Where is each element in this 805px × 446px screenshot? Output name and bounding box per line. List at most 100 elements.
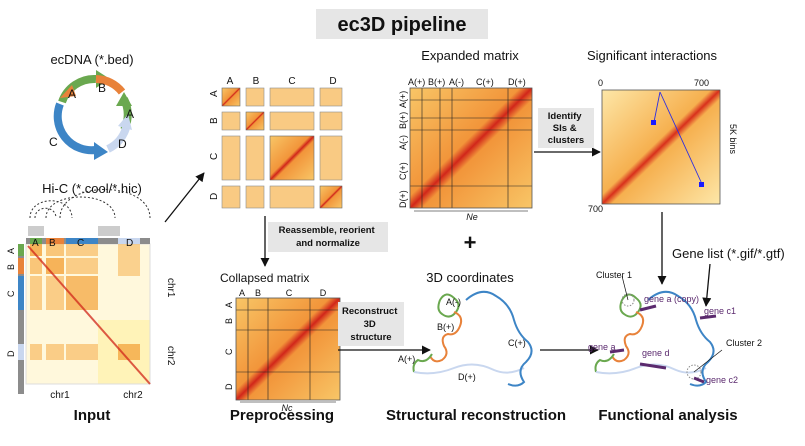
coord-label-a-minus: A(-) bbox=[446, 297, 461, 307]
seg-top-b: B bbox=[253, 76, 260, 87]
gene-d-label: gene d bbox=[642, 348, 670, 358]
hic-left-a: A bbox=[6, 248, 16, 254]
segment-block bbox=[221, 185, 241, 209]
segment-block bbox=[319, 111, 343, 131]
section-label-preprocessing: Preprocessing bbox=[230, 407, 334, 424]
section-label-functional: Functional analysis bbox=[598, 407, 737, 424]
gene-c1-label: gene c1 bbox=[704, 306, 736, 316]
chr1-bottom-label: chr1 bbox=[50, 390, 70, 401]
gene-a-copy-label: gene a (copy) bbox=[644, 294, 699, 304]
process-box-reassemble bbox=[268, 222, 388, 252]
segment-block bbox=[221, 135, 241, 181]
collapsed-matrix-title: Collapsed matrix bbox=[220, 271, 309, 285]
hic-matrix: A B C D A B C D bbox=[6, 226, 151, 394]
hic-left-d: D bbox=[6, 350, 16, 357]
exp-left-a-minus: A(-) bbox=[398, 135, 408, 150]
exp-left-c-plus: C(+) bbox=[398, 162, 408, 180]
title-box bbox=[316, 9, 488, 39]
ring-arrow-c bbox=[94, 142, 108, 160]
sig-axis-end: 700 bbox=[694, 78, 709, 88]
segment-block bbox=[245, 87, 265, 107]
segment-block bbox=[319, 135, 343, 181]
ecdna-ring: B A C D A bbox=[49, 70, 134, 160]
seg-top-a: A bbox=[227, 76, 234, 87]
cluster-1-label: Cluster 1 bbox=[596, 270, 632, 280]
gene-list-label: Gene list (*.gif/*.gtf) bbox=[672, 246, 785, 261]
segment-block bbox=[221, 111, 241, 131]
sig-interaction-1 bbox=[651, 120, 656, 125]
section-label-input: Input bbox=[74, 407, 111, 424]
arrow-input-to-segments bbox=[164, 172, 205, 223]
segment-block bbox=[269, 111, 315, 131]
segment-block bbox=[245, 111, 265, 131]
ring-segment-b bbox=[95, 75, 126, 95]
significant-matrix bbox=[601, 89, 721, 205]
annotated-structure: Cluster 1 Cluster 2 gene a (copy) gene c… bbox=[588, 270, 762, 387]
coord-label-c-plus: C(+) bbox=[508, 338, 526, 348]
segment-block bbox=[269, 135, 315, 181]
ring-label-c: C bbox=[49, 135, 58, 149]
seg-left-c: C bbox=[209, 153, 220, 160]
ring-arrow-a2 bbox=[116, 92, 132, 106]
sig-axis-start: 0 bbox=[598, 78, 603, 88]
collapsed-top-d: D bbox=[320, 288, 327, 298]
ring-segment-d bbox=[106, 126, 130, 153]
process-box-reconstruct bbox=[338, 302, 404, 346]
gene-c2-label: gene c2 bbox=[706, 375, 738, 385]
cluster-2-label: Cluster 2 bbox=[726, 338, 762, 348]
segment-block bbox=[245, 185, 265, 209]
exp-top-a-minus: A(-) bbox=[449, 77, 464, 87]
ring-segment-a bbox=[58, 74, 97, 104]
segment-block bbox=[319, 185, 343, 209]
ring-label-a2: A bbox=[126, 107, 134, 121]
segment-block bbox=[269, 87, 315, 107]
seg-left-b: B bbox=[209, 117, 220, 124]
seg-left-a: A bbox=[209, 90, 220, 97]
structure-3d-plot: A(-) B(+) C(+) A(+) D(+) bbox=[398, 290, 533, 387]
exp-top-c-plus: C(+) bbox=[476, 77, 494, 87]
hic-top-d: D bbox=[126, 238, 133, 249]
sig-axis-left: 700 bbox=[588, 204, 603, 214]
hic-top-c: C bbox=[77, 238, 84, 249]
process-identify-text: Identify SIs & clusters bbox=[548, 111, 584, 146]
nc-label: Nc bbox=[282, 403, 293, 413]
collapsed-top-b: B bbox=[255, 288, 261, 298]
process-box-identify bbox=[538, 108, 594, 148]
significant-title: Significant interactions bbox=[587, 48, 718, 63]
chr2-bottom-label: chr2 bbox=[123, 390, 143, 401]
segment-block bbox=[269, 185, 315, 209]
seg-top-c: C bbox=[288, 76, 295, 87]
ring-arrow-d bbox=[118, 114, 132, 130]
segment-block bbox=[319, 87, 343, 107]
exp-top-b-plus: B(+) bbox=[428, 77, 445, 87]
collapsed-top-c: C bbox=[286, 288, 293, 298]
collapsed-left-b: B bbox=[224, 318, 234, 324]
ring-label-a: A bbox=[68, 87, 76, 101]
exp-left-d-plus: D(+) bbox=[398, 190, 408, 208]
coordinates-title: 3D coordinates bbox=[426, 270, 514, 285]
collapsed-matrix: A B C D A B C D Nc bbox=[224, 288, 341, 413]
arrow-gene-list bbox=[702, 263, 712, 307]
segment-block-matrix: A B C D A B C D bbox=[209, 76, 343, 209]
ne-label: Ne bbox=[466, 212, 478, 222]
collapsed-top-a: A bbox=[239, 288, 245, 298]
collapsed-left-d: D bbox=[224, 383, 234, 390]
ecdna-label: ecDNA (*.bed) bbox=[50, 52, 133, 67]
process-reconstruct-text: Reconstruct 3D structure bbox=[342, 306, 400, 343]
gene-a-label: gene a bbox=[588, 342, 616, 352]
hic-left-b: B bbox=[6, 264, 16, 270]
exp-top-a-plus: A(+) bbox=[408, 77, 425, 87]
chr1-right-label: chr1 bbox=[165, 278, 176, 298]
segment-block bbox=[245, 135, 265, 181]
hic-label: Hi-C (*.cool/*.hic) bbox=[42, 181, 142, 196]
hic-top-b: B bbox=[49, 238, 56, 249]
expanded-matrix: A(+) B(+) A(-) C(+) D(+) A(+) B(+) A(-) … bbox=[398, 77, 533, 222]
hic-left-c: C bbox=[6, 290, 16, 297]
expanded-matrix-title: Expanded matrix bbox=[421, 48, 519, 63]
bins-label: 5K bins bbox=[728, 124, 738, 155]
ring-segment-c bbox=[53, 102, 97, 155]
plus-sign: + bbox=[464, 230, 477, 255]
exp-top-d-plus: D(+) bbox=[508, 77, 526, 87]
